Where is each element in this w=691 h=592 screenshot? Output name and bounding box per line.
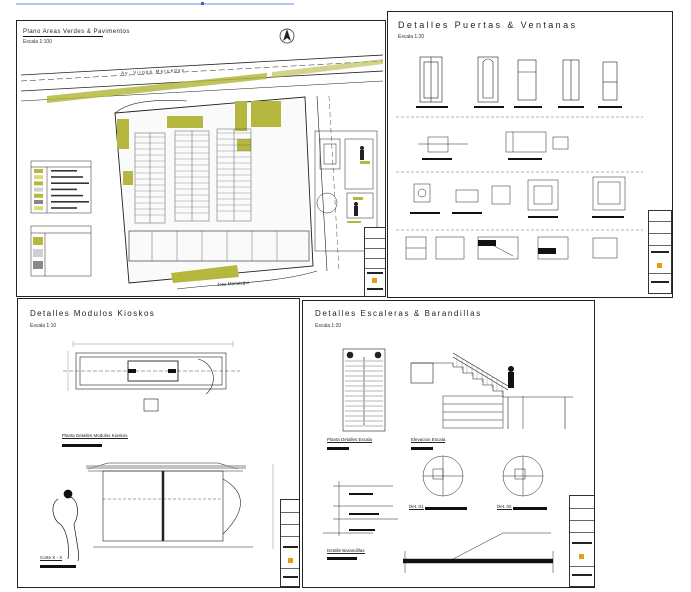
- door-elevations: [419, 56, 618, 103]
- stair-drawings: [323, 348, 573, 573]
- stair-plan: [342, 348, 386, 432]
- caption-bar: [513, 507, 547, 510]
- detail1-caption: Det. 01: [409, 504, 424, 510]
- site-plan-drawing: [20, 28, 384, 290]
- railing-caption: Detalle Barandillas: [327, 548, 365, 554]
- plan-caption: Planta Detalles Modulos Kioskos: [62, 433, 128, 439]
- top-ruler: [16, 2, 294, 5]
- caption-bar: [40, 565, 76, 568]
- stair-elevation-caption: Elevacion Escala: [411, 437, 446, 443]
- kiosk-drawings: [52, 341, 274, 562]
- sheet-modulos-kioskos[interactable]: Detalles Modulos Kioskos Escala 1:10: [17, 298, 300, 588]
- frame-sections: [418, 131, 569, 153]
- scale-label: Escala 1:100: [23, 39, 52, 45]
- person-figure-icon: [52, 489, 79, 562]
- door-window-details: [396, 56, 643, 260]
- railing-elevation: [442, 395, 524, 429]
- section-caption: Corte X - X: [40, 555, 63, 561]
- sheet-title: Detalles Modulos Kioskos: [30, 309, 156, 318]
- kiosk-plan: [63, 352, 240, 412]
- title-block: [364, 227, 385, 296]
- stair-plan-caption: Planta Detalles Escala: [327, 437, 373, 443]
- legend-table-2: [30, 225, 92, 277]
- caption-bar: [411, 447, 433, 450]
- hardware-details: [405, 236, 618, 260]
- sheet-escaleras-barandillas[interactable]: Detalles Escaleras & Barandillas Escala …: [302, 300, 595, 588]
- sheet-title: Detalles Escaleras & Barandillas: [315, 309, 482, 318]
- scale-label: Escala 1:20: [398, 34, 425, 40]
- sheet-puertas-ventanas[interactable]: Detalles Puertas & Ventanas Escala 1:20: [387, 11, 673, 298]
- detail-02: [502, 455, 544, 497]
- person-figure-icon: [354, 146, 364, 216]
- title-underline: [23, 36, 103, 37]
- title-block: [648, 210, 672, 294]
- caption-bar: [327, 557, 357, 560]
- caption-bar: [327, 447, 349, 450]
- title-block: [569, 495, 594, 587]
- title-block: [280, 499, 299, 587]
- scale-label: Escala 1:20: [315, 323, 342, 329]
- stair-elevation: [410, 352, 573, 429]
- detail2-caption: Det. 02: [497, 504, 512, 510]
- bench-detail: [314, 130, 378, 252]
- sheet-title: Plano Areas Verdes & Pavimentos: [23, 29, 130, 35]
- sheet-title: Detalles Puertas & Ventanas: [398, 20, 578, 30]
- sheet-areas-verdes[interactable]: Plano Areas Verdes & Pavimentos Escala 1…: [16, 20, 386, 297]
- caption-bar: [62, 444, 102, 447]
- kiosk-section: [87, 462, 253, 548]
- legend-table: [30, 160, 92, 214]
- person-figure-icon: [508, 366, 514, 388]
- detail-01: [422, 455, 464, 497]
- window-details: [413, 176, 626, 211]
- scale-label: Escala 1:10: [30, 323, 57, 329]
- north-arrow-icon: [279, 28, 295, 44]
- handrail-section: [333, 481, 398, 536]
- caption-bar: [425, 507, 467, 510]
